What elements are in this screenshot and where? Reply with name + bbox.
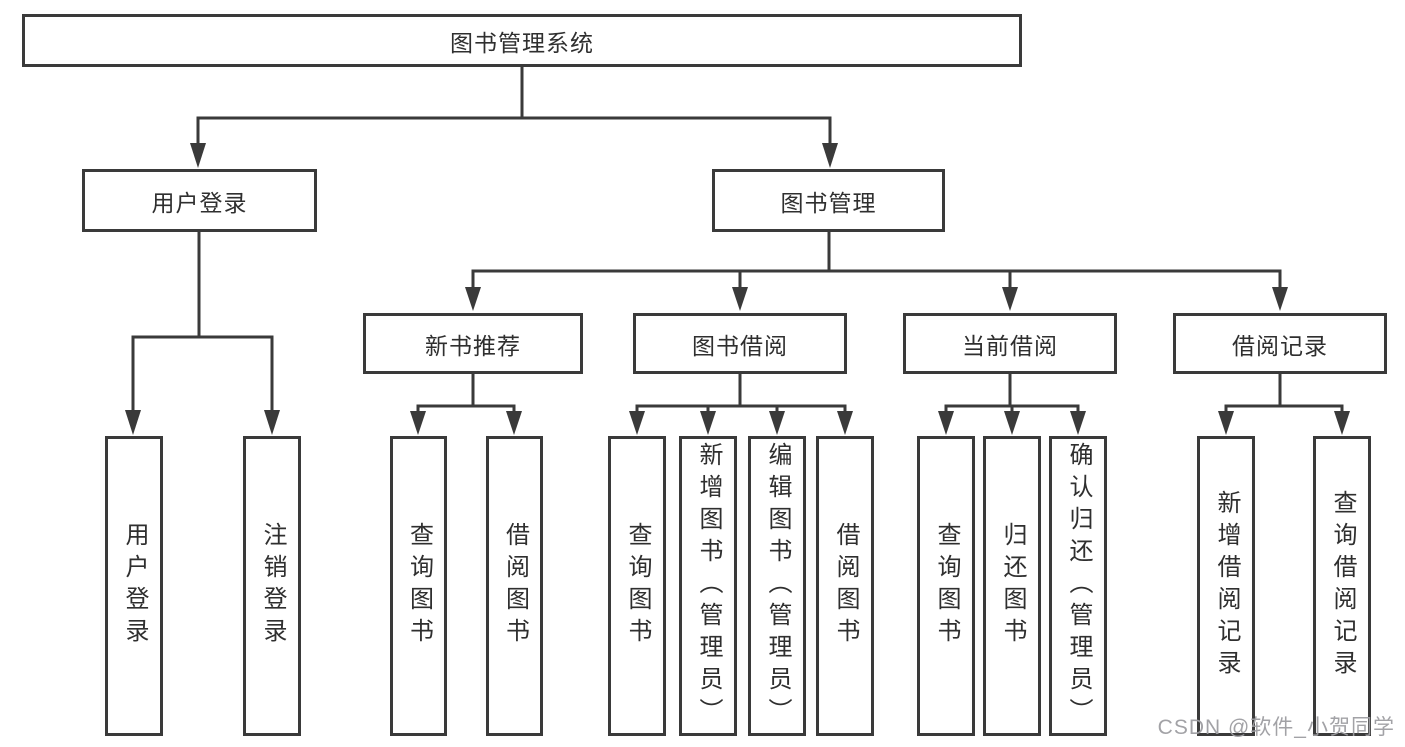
leaf-records-query-record: 查询借阅记录 bbox=[1313, 436, 1371, 736]
leaf-logout: 注销登录 bbox=[243, 436, 301, 736]
leaf-current-return-books: 归还图书 bbox=[983, 436, 1041, 736]
node-book-management: 图书管理 bbox=[712, 169, 945, 232]
csdn-watermark: CSDN @软件_小贺同学 bbox=[1157, 716, 1395, 739]
node-user-login: 用户登录 bbox=[82, 169, 317, 232]
node-borrow-records: 借阅记录 bbox=[1173, 313, 1387, 374]
leaf-recommend-borrow-books: 借阅图书 bbox=[486, 436, 543, 736]
leaf-current-confirm-return-admin: 确认归还（管理员） bbox=[1049, 436, 1107, 736]
leaf-current-query-books: 查询图书 bbox=[917, 436, 975, 736]
leaf-user-login: 用户登录 bbox=[105, 436, 163, 736]
leaf-recommend-query-books: 查询图书 bbox=[390, 436, 447, 736]
node-library-management-system: 图书管理系统 bbox=[22, 14, 1022, 67]
node-new-book-recommend: 新书推荐 bbox=[363, 313, 583, 374]
node-book-borrow: 图书借阅 bbox=[633, 313, 847, 374]
leaf-borrow-add-books-admin: 新增图书（管理员） bbox=[679, 436, 737, 736]
leaf-records-add-record: 新增借阅记录 bbox=[1197, 436, 1255, 736]
node-current-borrow: 当前借阅 bbox=[903, 313, 1117, 374]
leaf-borrow-query-books: 查询图书 bbox=[608, 436, 666, 736]
leaf-borrow-borrow-books: 借阅图书 bbox=[816, 436, 874, 736]
leaf-borrow-edit-books-admin: 编辑图书（管理员） bbox=[748, 436, 806, 736]
